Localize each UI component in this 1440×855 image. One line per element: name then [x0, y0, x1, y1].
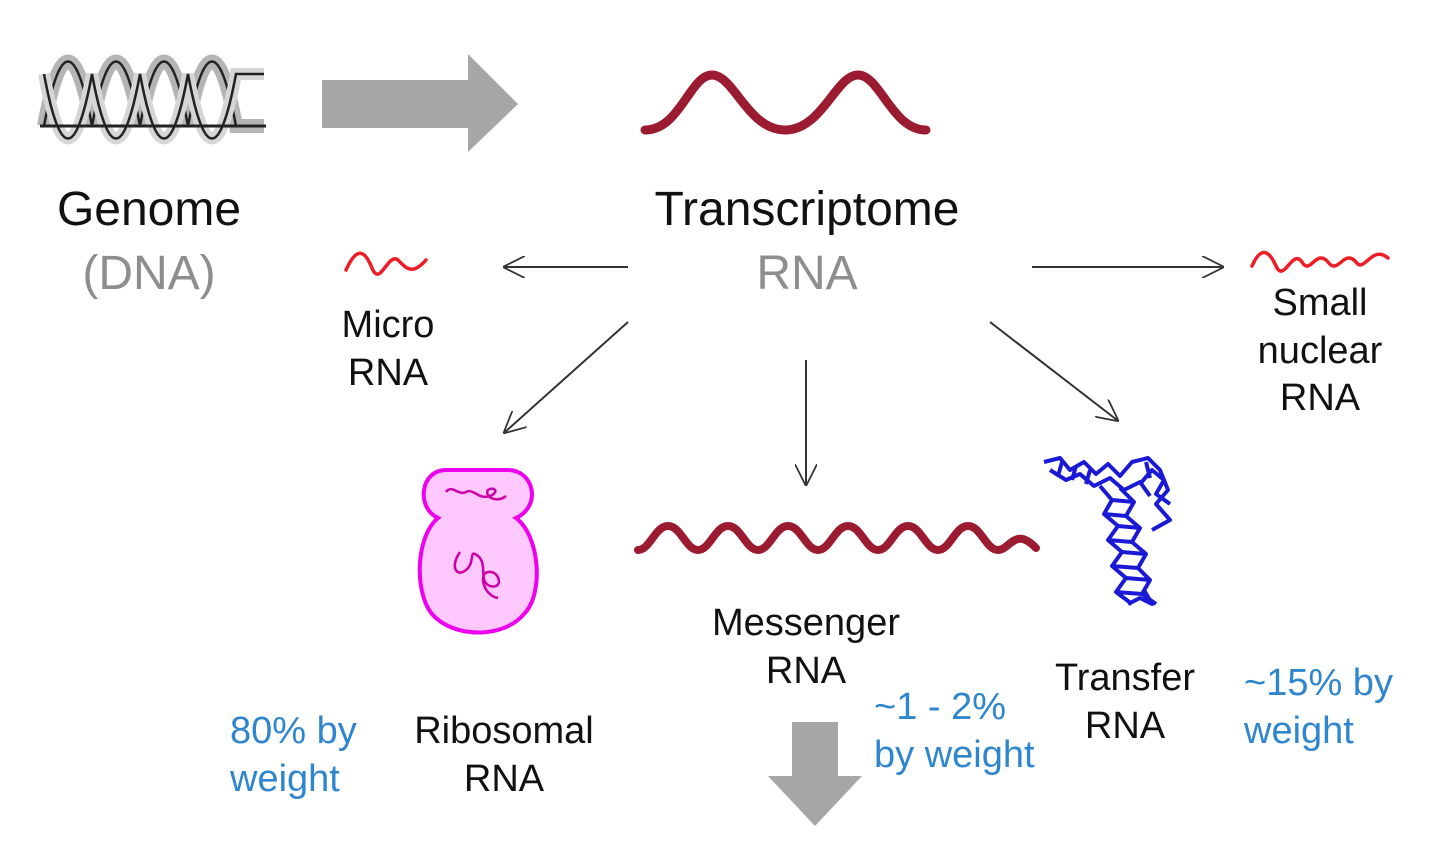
translation-arrow — [768, 722, 862, 826]
arrow-to-transfer-rna — [989, 321, 1117, 420]
ribosomal-rna-percent: 80% by weight — [230, 708, 357, 803]
ribosomal-rna-percent-line1: 80% by — [230, 710, 357, 752]
transfer-rna-line2: RNA — [1084, 704, 1166, 747]
messenger-rna-line1: Messenger — [712, 602, 900, 644]
trna-structure-icon — [1043, 456, 1172, 606]
transcriptome-label: Transcriptome — [654, 183, 960, 236]
ribosome-icon — [417, 468, 539, 635]
micro-rna-line2: RNA — [347, 351, 429, 394]
transfer-rna-percent-line2: weight — [1244, 709, 1354, 752]
ribosomal-rna-percent-line2: weight — [230, 757, 340, 800]
transfer-rna-line1: Transfer — [1054, 657, 1196, 699]
messenger-rna-percent-line1: ~1 - 2% — [874, 686, 1007, 728]
ribosomal-rna-line2: RNA — [463, 757, 545, 800]
messenger-rna-percent-line2: by weight — [874, 733, 1035, 776]
dna-helix-icon — [37, 54, 266, 145]
genome-label: Genome — [56, 183, 242, 236]
small-nuclear-rna-label: Small nuclear RNA — [1240, 280, 1400, 423]
arrow-to-ribosomal-rna — [505, 321, 629, 432]
messenger-rna-line2: RNA — [765, 649, 847, 692]
small-nuclear-rna-wave-icon — [1250, 250, 1390, 273]
small-nuclear-rna-line1: Small — [1272, 282, 1368, 324]
micro-rna-wave-icon — [344, 251, 428, 276]
transcriptome-sublabel: RNA — [756, 247, 858, 300]
rna-wave-icon — [640, 70, 931, 135]
mrna-wave-icon — [634, 521, 1040, 555]
ribosomal-rna-label: Ribosomal RNA — [400, 708, 608, 803]
small-nuclear-rna-line2: nuclear — [1257, 329, 1383, 372]
transfer-rna-label: Transfer RNA — [1040, 655, 1210, 750]
genome-sublabel: (DNA) — [82, 247, 216, 300]
micro-rna-label: Micro RNA — [318, 302, 458, 397]
transfer-rna-percent-line1: ~15% by — [1244, 662, 1393, 704]
messenger-rna-percent: ~1 - 2% by weight — [874, 684, 1035, 779]
small-nuclear-rna-line3: RNA — [1279, 377, 1361, 419]
ribosomal-rna-line1: Ribosomal — [414, 710, 594, 752]
messenger-rna-label: Messenger RNA — [696, 600, 916, 695]
micro-rna-line1: Micro — [341, 304, 435, 346]
transcription-arrow — [322, 54, 518, 152]
transfer-rna-percent: ~15% by weight — [1244, 660, 1393, 755]
